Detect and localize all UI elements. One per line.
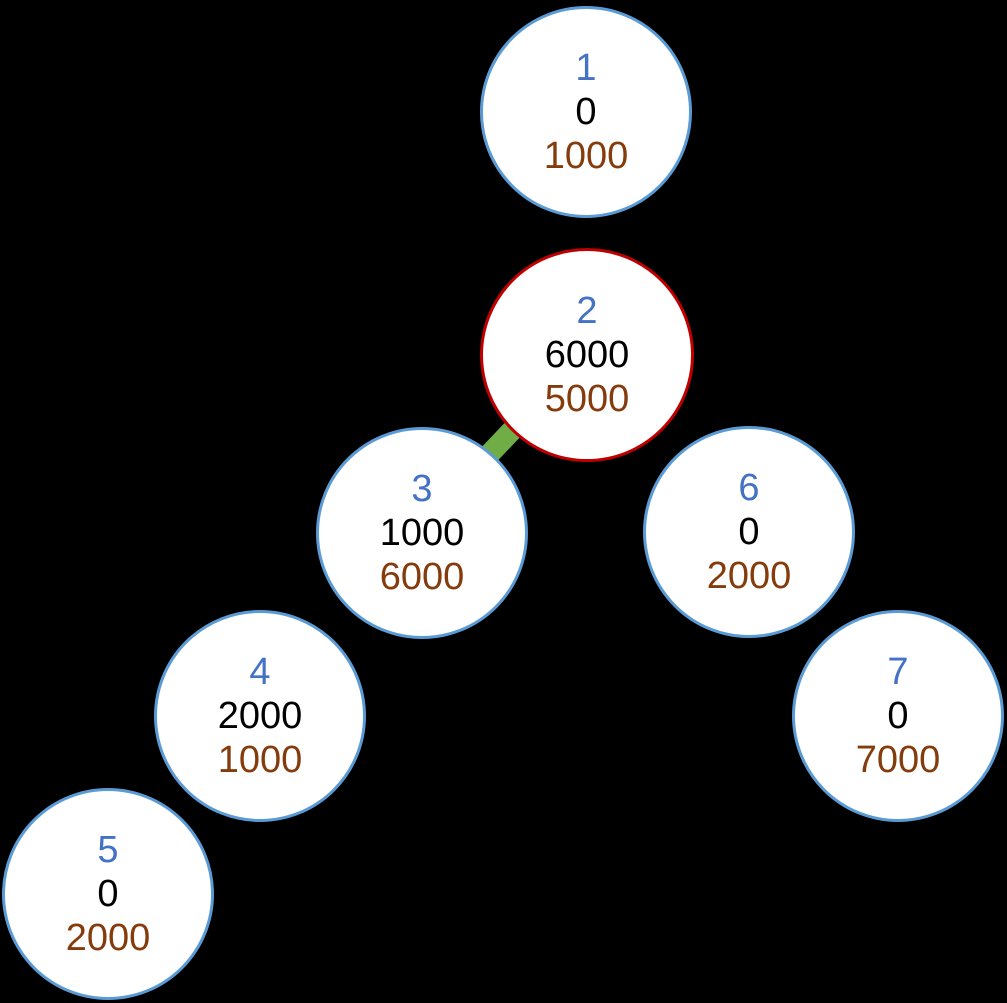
node-cost-value: 5000 [544,378,630,420]
node-flow-value: 0 [575,91,597,133]
node-flow-value: 0 [887,695,909,737]
node-id-label: 5 [97,829,119,871]
node-id-label: 3 [411,468,433,510]
node-cost-value: 1000 [217,739,303,781]
node-flow-value: 1000 [379,512,465,554]
node-cost-value: 2000 [65,917,151,959]
graph-node: 5 0 2000 [2,788,214,1000]
node-id-label: 6 [738,467,760,509]
graph-node: 6 0 2000 [643,426,855,638]
node-id-label: 4 [249,651,271,693]
node-id-label: 7 [887,651,909,693]
node-id-label: 1 [575,47,597,89]
graph-node: 7 0 7000 [792,610,1004,822]
node-flow-value: 0 [97,873,119,915]
graph-node: 2 6000 5000 [480,248,694,462]
node-flow-value: 0 [738,511,760,553]
node-cost-value: 2000 [706,555,792,597]
node-id-label: 2 [576,290,598,332]
graph-node: 4 2000 1000 [154,610,366,822]
graph-node: 1 0 1000 [480,6,692,218]
node-cost-value: 6000 [379,556,465,598]
node-flow-value: 6000 [544,334,630,376]
graph-node: 3 1000 6000 [316,427,528,639]
node-cost-value: 7000 [855,739,941,781]
node-cost-value: 1000 [543,135,629,177]
node-flow-value: 2000 [217,695,303,737]
